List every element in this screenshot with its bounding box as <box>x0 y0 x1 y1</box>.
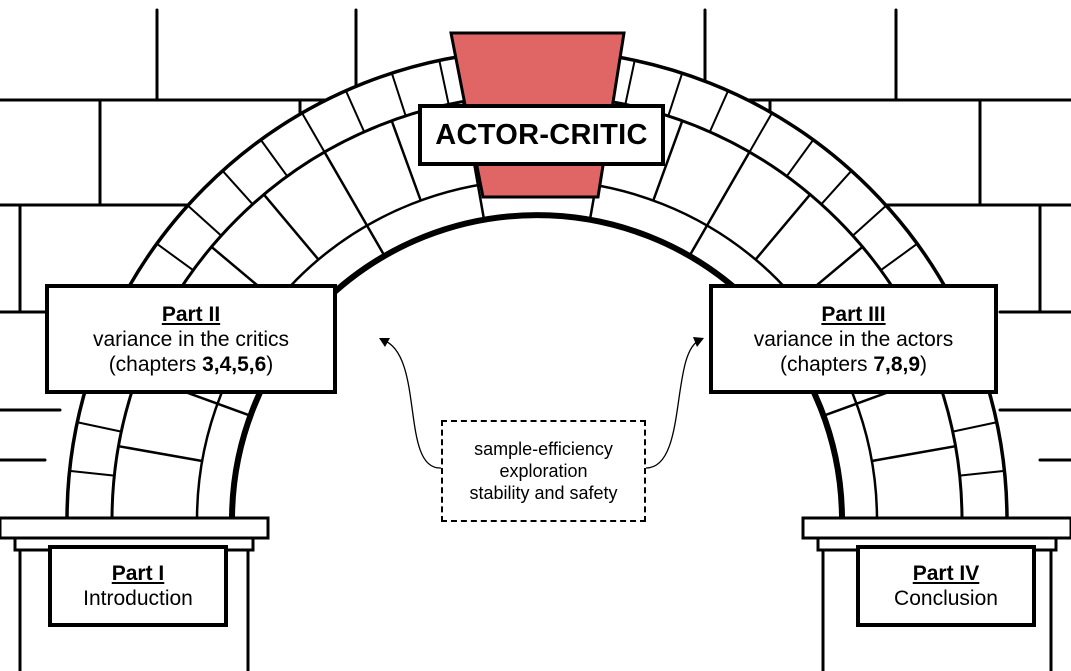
title-text: ACTOR-CRITIC <box>435 118 648 151</box>
part-ii-chapters: (chapters 3,4,5,6) <box>109 352 274 377</box>
band-joint <box>77 421 122 433</box>
voussoir-joint <box>323 151 386 257</box>
band-joint <box>880 242 918 272</box>
part-ii-heading: Part II <box>161 302 221 326</box>
band-joint <box>952 421 997 433</box>
part-iv-heading: Part IV <box>912 562 980 585</box>
band-joint <box>259 139 289 177</box>
part-iii-chapters-suffix: ) <box>920 352 928 376</box>
theme-sample-efficiency: sample-efficiency <box>474 439 613 459</box>
arrowhead-part-iii <box>693 337 704 347</box>
left-capital <box>0 516 270 540</box>
part-i-description: Introduction <box>83 587 193 610</box>
part-iii-description: variance in the actors <box>753 327 954 351</box>
band-joint <box>708 90 730 133</box>
arrow-to-part-iii <box>645 339 701 469</box>
voussoir-joint <box>871 444 956 463</box>
arrowhead-part-ii <box>379 338 390 347</box>
part-ii-description: variance in the critics <box>92 327 290 351</box>
voussoir-joint <box>390 120 422 201</box>
band-joint <box>959 469 1005 477</box>
band-joint <box>748 112 773 153</box>
part-iii-chapter-numbers: 7,8,9 <box>873 352 921 376</box>
band-joint <box>820 170 853 205</box>
part-ii-box: Part II variance in the critics (chapter… <box>45 284 337 394</box>
part-iv-description: Conclusion <box>894 587 998 610</box>
band-joint <box>344 90 366 133</box>
band-joint <box>187 204 222 237</box>
theme-exploration: exploration <box>499 461 588 481</box>
voussoir-joint <box>688 151 751 257</box>
part-iii-chapters: (chapters 7,8,9) <box>780 352 927 377</box>
band-joint <box>390 72 407 117</box>
part-ii-chapters-suffix: ) <box>266 352 274 376</box>
voussoir-joint <box>754 193 812 261</box>
band-joint <box>301 112 326 153</box>
band-joint <box>667 72 684 117</box>
band-joint <box>785 139 815 177</box>
right-capital <box>801 516 1071 540</box>
voussoir-joint <box>262 193 320 261</box>
themes-box: sample-efficiency exploration stability … <box>441 420 646 522</box>
connector-arrows <box>379 337 704 469</box>
part-ii-chapters-prefix: (chapters <box>108 352 203 376</box>
actor-critic-title: ACTOR-CRITIC <box>418 104 665 166</box>
part-iii-chapters-prefix: (chapters <box>779 352 874 376</box>
theme-stability-safety: stability and safety <box>469 483 618 503</box>
voussoir-joint <box>118 444 203 463</box>
part-i-box: Part I Introduction <box>48 545 228 627</box>
band-joint <box>69 469 115 477</box>
band-joint <box>852 204 887 237</box>
part-i-heading: Part I <box>111 562 165 585</box>
band-joint <box>438 60 450 105</box>
part-iv-box: Part IV Conclusion <box>856 545 1036 627</box>
part-iii-box: Part III variance in the actors (chapter… <box>709 284 998 394</box>
band-joint <box>156 242 194 272</box>
arrow-to-part-ii <box>382 339 442 469</box>
band-joint <box>221 170 254 205</box>
voussoir-joint <box>652 120 684 201</box>
band-joint <box>624 60 636 105</box>
part-iii-heading: Part III <box>821 302 886 326</box>
part-ii-chapter-numbers: 3,4,5,6 <box>202 352 267 376</box>
